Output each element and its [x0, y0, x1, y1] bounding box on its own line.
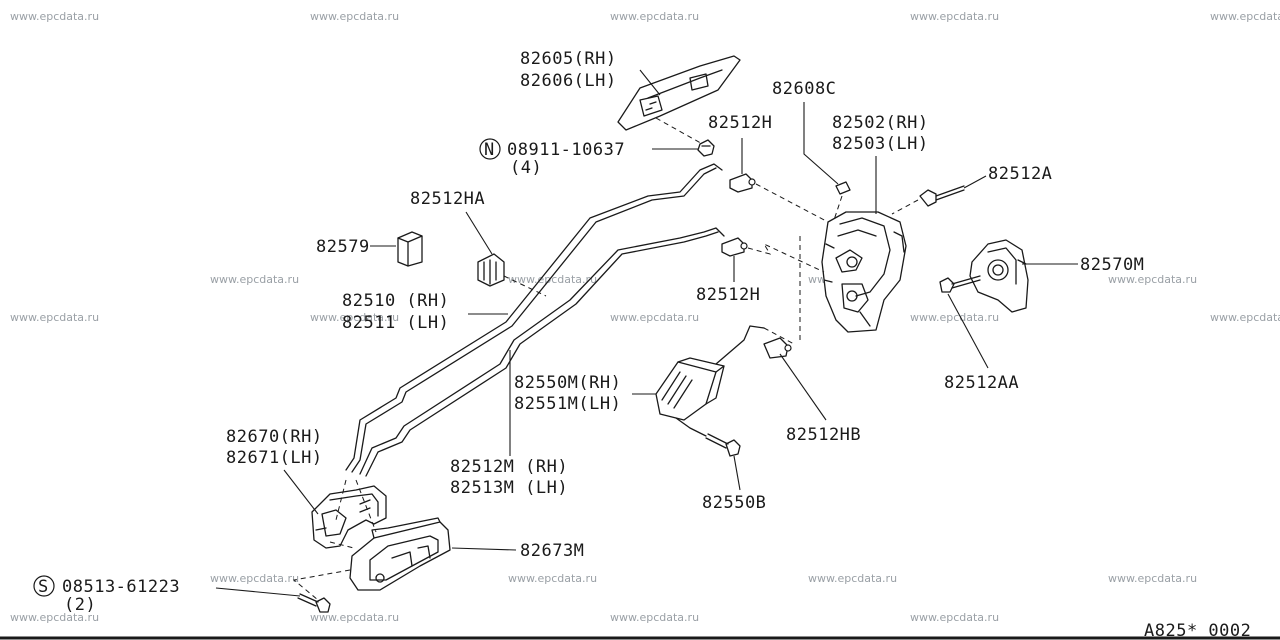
watermark: www.epcdata.ru	[910, 10, 999, 23]
n-marker-icon	[479, 138, 501, 160]
bolt-82512a-part[interactable]	[919, 185, 965, 207]
label-clip-82512ha: 82512HA	[410, 189, 485, 209]
screw-marker-letter: S	[38, 577, 49, 597]
label-inner-handle-lh: 82671(LH)	[226, 448, 323, 468]
clip-82512hb-part[interactable]	[763, 337, 792, 359]
bolt-82550b-part[interactable]	[705, 433, 741, 457]
watermark: www.epcdata.ru	[910, 611, 999, 624]
label-part-82579: 82579	[316, 237, 370, 257]
bolt-82512aa-part[interactable]	[939, 275, 981, 293]
label-clip-82512h-top: 82512H	[708, 113, 772, 133]
label-outside-handle-rh: 82605(RH)	[520, 49, 617, 69]
screw-part[interactable]	[297, 593, 331, 613]
label-lock-lh: 82503(LH)	[832, 134, 929, 154]
label-striker-82570m: 82570M	[1080, 255, 1144, 275]
leader-line	[963, 175, 987, 189]
door-lock-assembly-part[interactable]	[821, 211, 907, 333]
leader-line	[283, 469, 319, 515]
dashed-assembly-line	[329, 541, 355, 549]
diagram-code: A825* 0002	[1144, 621, 1251, 640]
leader-line	[779, 353, 827, 421]
label-rod-lh: 82511 (LH)	[342, 313, 449, 333]
actuator-82550m-part[interactable]	[655, 325, 765, 437]
watermark: www.epcdata.ru	[910, 311, 999, 324]
dashed-assembly-line	[355, 479, 377, 533]
watermark: www.epcdata.ru	[610, 611, 699, 624]
dashed-assembly-line	[747, 242, 825, 273]
watermark: www.epcdata.ru	[808, 572, 897, 585]
label-actuator-lh: 82551M(LH)	[514, 394, 621, 414]
dashed-assembly-line	[755, 183, 829, 223]
watermark: www.epcdata.ru	[310, 10, 399, 23]
watermark: www.epcdata.ru	[310, 611, 399, 624]
label-escutcheon: 82673M	[520, 541, 584, 561]
label-rod2-lh: 82513M (LH)	[450, 478, 568, 498]
part-82579-block[interactable]	[397, 231, 423, 267]
watermark: www.epcdata.ru	[508, 273, 597, 286]
label-screw-qty: (2)	[64, 595, 96, 615]
watermark: www.epcdata.ru	[1108, 273, 1197, 286]
striker-82570m-part[interactable]	[969, 239, 1029, 313]
rod-82510-part[interactable]	[345, 163, 723, 473]
label-lock-rh: 82502(RH)	[832, 113, 929, 133]
watermark: www.epcdata.ru	[210, 572, 299, 585]
inside-handle-part[interactable]	[311, 485, 387, 549]
watermark: www.epcdata.ru	[10, 311, 99, 324]
leader-line	[803, 102, 839, 185]
leader-line	[465, 211, 493, 255]
dashed-assembly-line	[335, 479, 347, 521]
clip-82512ha-part[interactable]	[477, 253, 505, 287]
clip-82512h-mid-part[interactable]	[721, 237, 748, 257]
clip-82512h-top-part[interactable]	[729, 173, 756, 193]
leader-line	[947, 293, 989, 369]
label-rod-rh: 82510 (RH)	[342, 291, 449, 311]
dashed-assembly-line	[891, 199, 919, 215]
watermark: www.epcdata.ru	[508, 572, 597, 585]
outside-handle-part[interactable]	[617, 55, 741, 131]
label-nut-qty: (4)	[510, 158, 542, 178]
watermark: www.epcdata.ru	[1210, 10, 1280, 23]
nut-part[interactable]	[697, 139, 715, 157]
label-clip-82512hb: 82512HB	[786, 425, 861, 445]
dashed-assembly-line	[655, 117, 707, 147]
leader-line	[639, 69, 661, 96]
clip-82608c-part[interactable]	[835, 181, 851, 195]
label-clip-82608c: 82608C	[772, 79, 836, 99]
label-clip-82512h-mid: 82512H	[696, 285, 760, 305]
watermark: www.epcdata.ru	[610, 10, 699, 23]
label-inner-handle-rh: 82670(RH)	[226, 427, 323, 447]
dashed-assembly-line	[763, 327, 795, 345]
label-outside-handle-lh: 82606(LH)	[520, 71, 617, 91]
s-marker-icon	[33, 575, 55, 597]
label-nut-number: 08911-10637	[507, 140, 625, 160]
leader-line	[451, 547, 517, 551]
nut-marker-letter: N	[484, 140, 495, 160]
leader-line	[215, 587, 301, 597]
label-bolt-82550b: 82550B	[702, 493, 766, 513]
label-rod2-rh: 82512M (RH)	[450, 457, 568, 477]
watermark: www.epcdata.ru	[310, 311, 399, 324]
watermark: www.epcdata.ru	[1108, 572, 1197, 585]
watermark: www.epcdata.ru	[210, 273, 299, 286]
dashed-assembly-line	[292, 569, 351, 601]
label-bolt-82512a: 82512A	[988, 164, 1052, 184]
leader-line	[733, 455, 741, 491]
rod-82512m-part[interactable]	[359, 227, 725, 477]
label-bolt-82512aa: 82512AA	[944, 373, 1019, 393]
watermark: www.epcdata.ru	[10, 10, 99, 23]
label-screw-number: 08513-61223	[62, 577, 180, 597]
watermark: www.epcdata.ru	[610, 311, 699, 324]
escutcheon-82673m-part[interactable]	[349, 517, 451, 591]
label-actuator-rh: 82550M(RH)	[514, 373, 621, 393]
watermark: www.epcdata.ru	[10, 611, 99, 624]
watermark: www.epcdata.ru	[1210, 311, 1280, 324]
